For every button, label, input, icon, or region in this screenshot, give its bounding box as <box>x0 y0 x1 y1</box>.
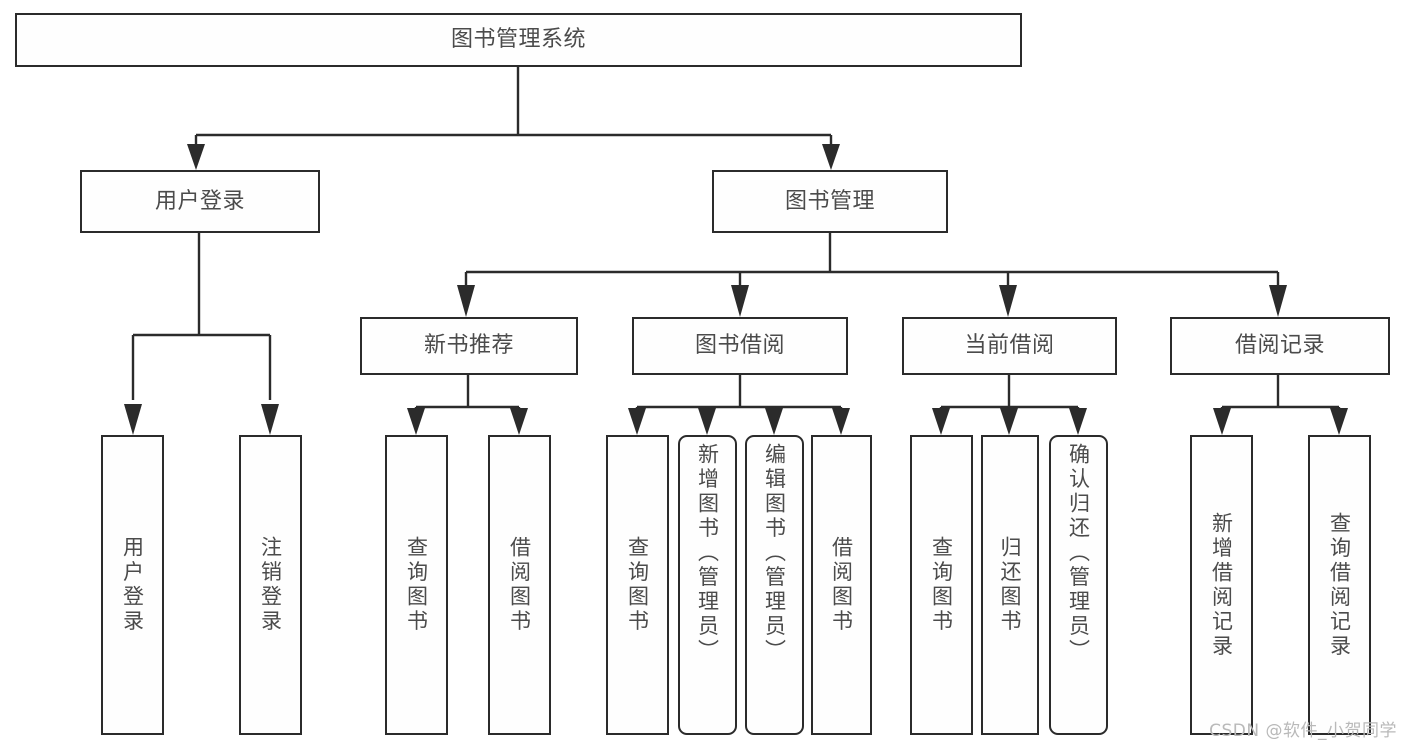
node-label: 查询图书 <box>404 536 429 634</box>
node-label: 归还图书 <box>998 536 1023 634</box>
leaf-logout[interactable]: 注销登录 <box>239 435 302 735</box>
leaf-query-book-borrow[interactable]: 查询图书 <box>606 435 669 735</box>
leaf-add-book-admin[interactable]: 新增图书（管理员） <box>678 435 737 735</box>
node-label: 用户登录 <box>154 188 245 214</box>
node-new-book-recommend[interactable]: 新书推荐 <box>360 317 578 375</box>
node-user-login[interactable]: 用户登录 <box>80 170 320 233</box>
leaf-borrow-book-borrow[interactable]: 借阅图书 <box>811 435 872 735</box>
leaf-query-borrow-record[interactable]: 查询借阅记录 <box>1308 435 1371 735</box>
node-label: 图书管理系统 <box>450 27 586 53</box>
node-label: 新增图书（管理员） <box>695 443 720 664</box>
node-label: 查询借阅记录 <box>1327 511 1352 659</box>
node-label: 确认归还（管理员） <box>1066 443 1091 664</box>
node-label: 查询图书 <box>929 536 954 634</box>
node-label: 用户登录 <box>120 536 145 634</box>
node-book-borrow[interactable]: 图书借阅 <box>632 317 848 375</box>
node-label: 编辑图书（管理员） <box>762 443 787 664</box>
leaf-query-book-recommend[interactable]: 查询图书 <box>385 435 448 735</box>
leaf-add-borrow-record[interactable]: 新增借阅记录 <box>1190 435 1253 735</box>
node-label: 借阅记录 <box>1234 333 1325 359</box>
csdn-watermark: CSDN @软件_小贺同学 <box>1209 721 1397 741</box>
node-root-book-management-system[interactable]: 图书管理系统 <box>15 13 1022 67</box>
node-current-borrow[interactable]: 当前借阅 <box>902 317 1117 375</box>
leaf-return-book[interactable]: 归还图书 <box>981 435 1039 735</box>
leaf-query-book-current[interactable]: 查询图书 <box>910 435 973 735</box>
node-label: 图书借阅 <box>694 333 785 359</box>
node-label: 新增借阅记录 <box>1209 511 1234 659</box>
leaf-edit-book-admin[interactable]: 编辑图书（管理员） <box>745 435 804 735</box>
node-label: 借阅图书 <box>507 536 532 634</box>
leaf-borrow-book-recommend[interactable]: 借阅图书 <box>488 435 551 735</box>
node-label: 注销登录 <box>258 536 283 634</box>
node-label: 图书管理 <box>784 188 875 214</box>
leaf-confirm-return-admin[interactable]: 确认归还（管理员） <box>1049 435 1108 735</box>
leaf-user-login[interactable]: 用户登录 <box>101 435 164 735</box>
node-borrow-record[interactable]: 借阅记录 <box>1170 317 1390 375</box>
node-label: 当前借阅 <box>964 333 1055 359</box>
node-label: 新书推荐 <box>423 333 514 359</box>
node-label: 借阅图书 <box>829 536 854 634</box>
node-book-management[interactable]: 图书管理 <box>712 170 948 233</box>
node-label: 查询图书 <box>625 536 650 634</box>
